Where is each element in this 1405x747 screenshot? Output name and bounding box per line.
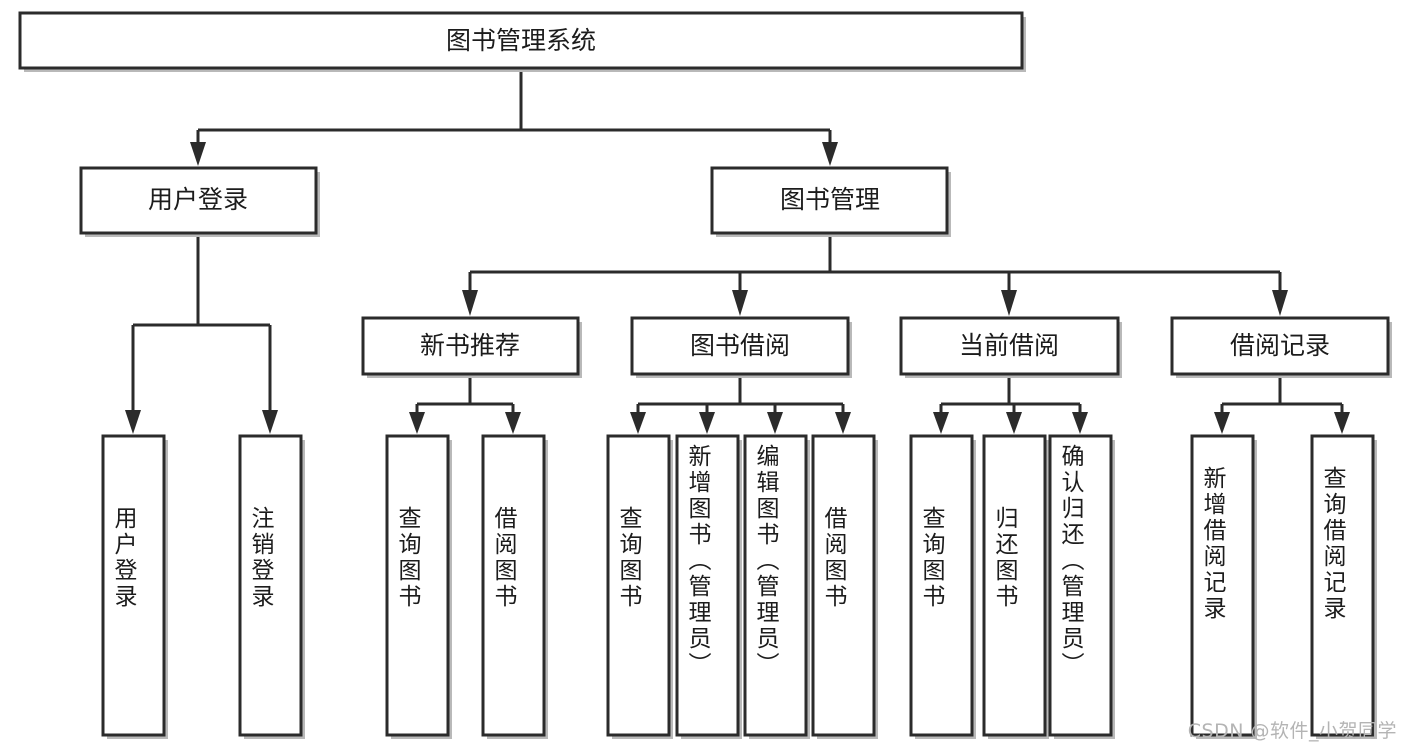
leaf-node-add-record[interactable] [1190,434,1257,739]
node-root-rect [18,11,1024,70]
node-book-manage[interactable]: 图书管理 [710,166,951,237]
node-book-borrow[interactable]: 图书借阅 [630,316,852,378]
arrowhead-leaf-borrow-book [835,412,851,434]
node-borrow-record-label: 借阅记录 [1230,331,1330,360]
node-book-manage-label: 图书管理 [780,185,880,214]
leaf-node-user-logout[interactable] [238,434,305,739]
node-borrow-record[interactable]: 借阅记录 [1170,316,1392,378]
arrowhead-leaf-user-logout [262,410,278,434]
connector-layer [125,68,1350,434]
node-user-login[interactable]: 用户登录 [79,166,320,237]
node-root[interactable]: 图书管理系统 [18,11,1026,72]
leaf-node-borrow-book-rec[interactable] [481,434,548,739]
arrowhead-new-book-rec [462,290,478,316]
leaf-node-query-book-cur[interactable] [909,434,976,739]
arrowhead-leaf-add-record [1214,412,1230,434]
leaf-query-book-borrow-rect [606,434,671,737]
leaf-user-login-rect [101,434,166,737]
node-current-borrow-rect [899,316,1120,376]
node-book-borrow-label: 图书借阅 [690,331,790,360]
leaf-borrow-book-rect [811,434,876,737]
arrowhead-leaf-user-login [125,410,141,434]
arrowhead-current-borrow [1001,290,1017,316]
arrowhead-leaf-borrow-book-rec [505,412,521,434]
leaf-node-borrow-book[interactable] [811,434,878,739]
node-user-login-label: 用户登录 [148,185,248,214]
node-root-label: 图书管理系统 [446,26,596,55]
node-new-book-rec-rect [361,316,580,376]
arrowhead-leaf-query-book-cur [933,412,949,434]
leaf-node-add-book[interactable] [675,434,742,739]
leaf-node-query-book-rec[interactable] [385,434,452,739]
arrowhead-book-manage [822,142,838,166]
leaf-node-user-login[interactable] [101,434,168,739]
arrowhead-leaf-query-book-borrow [630,412,646,434]
csdn-watermark: CSDN @软件_小贺同学 [1187,720,1397,742]
leaf-add-record-rect [1190,434,1255,737]
leaf-query-book-cur-rect [909,434,974,737]
leaf-return-book-rect [982,434,1047,737]
leaf-node-query-record[interactable] [1310,434,1377,739]
node-borrow-record-rect [1170,316,1390,376]
leaf-borrow-book-rec-rect [481,434,546,737]
leaf-node-return-book[interactable] [982,434,1049,739]
arrowhead-leaf-edit-book [767,412,783,434]
leaf-user-logout-rect [238,434,303,737]
arrowhead-leaf-query-record [1334,412,1350,434]
node-current-borrow-label: 当前借阅 [959,331,1059,360]
leaf-node-confirm-return[interactable] [1048,434,1115,739]
node-current-borrow[interactable]: 当前借阅 [899,316,1122,378]
leaf-confirm-return-rect [1048,434,1113,737]
node-user-login-rect [79,166,318,235]
node-new-book-rec-label: 新书推荐 [420,331,520,360]
leaf-node-edit-book[interactable] [743,434,810,739]
node-book-manage-rect [710,166,949,235]
arrowhead-leaf-add-book [699,412,715,434]
node-layer: 图书管理系统 用户登录 图书管理 新书推荐 [18,11,1392,739]
leaf-edit-book-rect [743,434,808,737]
node-new-book-rec[interactable]: 新书推荐 [361,316,582,378]
arrowhead-user-login [190,142,206,166]
leaf-node-query-book-borrow[interactable] [606,434,673,739]
arrowhead-leaf-return-book [1006,412,1022,434]
arrowhead-leaf-query-book-rec [409,412,425,434]
leaf-add-book-rect [675,434,740,737]
leaf-query-book-rec-rect [385,434,450,737]
arrowhead-leaf-confirm-return [1072,412,1088,434]
leaf-query-record-rect [1310,434,1375,737]
arrowhead-book-borrow [732,290,748,316]
node-book-borrow-rect [630,316,850,376]
arrowhead-borrow-record [1272,290,1288,316]
